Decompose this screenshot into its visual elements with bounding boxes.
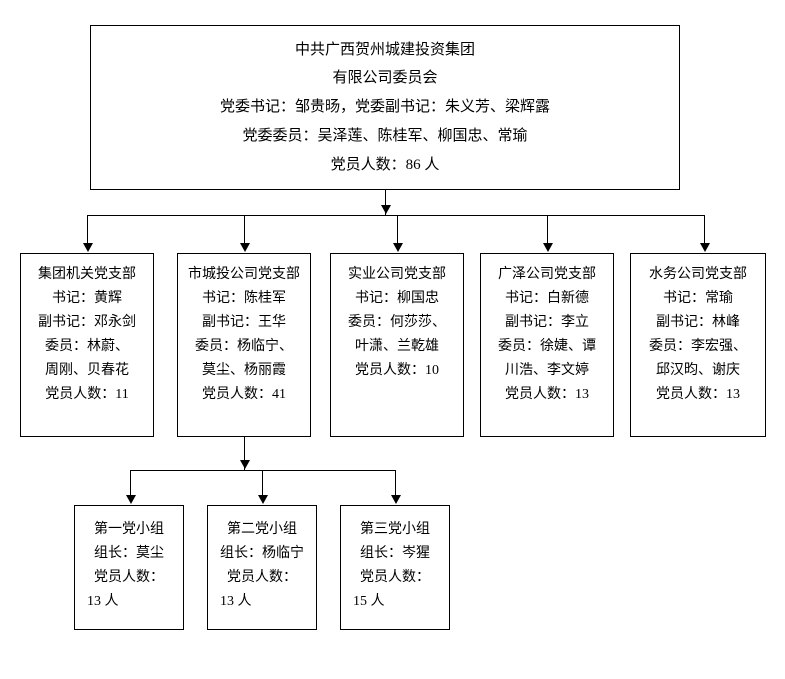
branch-4-line-2: 书记：常瑜: [663, 290, 733, 306]
group-0-count: 13 人: [87, 594, 119, 610]
root-line-5: 党员人数：86 人: [330, 156, 440, 173]
branch-4-line-4: 委员：李宏强、: [649, 338, 747, 354]
party-committee-node[interactable]: 中共广西贺州城建投资集团 有限公司委员会 党委书记：邹贵旸，党委副书记：朱义芳、…: [90, 25, 680, 190]
group-2-count: 15 人: [353, 594, 385, 610]
arrowhead-branch1-stem: [240, 460, 250, 469]
group-2-line-1: 第三党小组: [360, 522, 430, 537]
arrowhead-branch-1: [240, 243, 250, 252]
branch-2-line-5: 党员人数：10: [355, 362, 439, 378]
branch-1-line-6: 党员人数：41: [202, 386, 286, 402]
group-1-line-3: 党员人数：: [227, 570, 297, 586]
arrowhead-branch-0: [83, 243, 93, 252]
branch-4-line-1: 水务公司党支部: [649, 267, 747, 282]
group-1-line-1: 第二党小组: [227, 522, 297, 537]
group-1-count: 13 人: [220, 594, 252, 610]
connector-drop-group-1: [262, 470, 263, 496]
branch-0-line-3: 副书记：邓永剑: [38, 314, 136, 330]
connector-branch1-stem: [244, 437, 245, 470]
connector-drop-branch-3: [547, 215, 548, 244]
connector-drop-branch-0: [87, 215, 88, 244]
branch-2-line-2: 书记：柳国忠: [355, 290, 439, 306]
group-0-line-1: 第一党小组: [94, 522, 164, 537]
branch-0-line-4: 委员：林蔚、: [45, 338, 129, 354]
arrowhead-branch-4: [700, 243, 710, 252]
branch-0-line-1: 集团机关党支部: [38, 267, 136, 282]
branch-2-line-1: 实业公司党支部: [348, 267, 446, 282]
branch-node-guangze[interactable]: 广泽公司党支部 书记：白新德 副书记：李立 委员：徐婕、谭 川浩、李文婷 党员人…: [480, 253, 614, 437]
branch-1-line-5: 莫尘、杨丽霞: [202, 362, 286, 378]
group-0-line-2: 组长：莫尘: [94, 546, 164, 562]
branch-node-shiye[interactable]: 实业公司党支部 书记：柳国忠 委员：何莎莎、 叶潇、兰乾雄 党员人数：10: [330, 253, 464, 437]
root-line-4: 党委委员：吴泽莲、陈桂军、柳国忠、常瑜: [242, 127, 528, 144]
branch-1-line-2: 书记：陈桂军: [202, 290, 286, 306]
arrowhead-branch-3: [543, 243, 553, 252]
branch-1-line-3: 副书记：王华: [202, 314, 286, 330]
connector-drop-branch-4: [704, 215, 705, 244]
root-line-1: 中共广西贺州城建投资集团: [294, 41, 475, 58]
arrowhead-group-0: [126, 495, 136, 504]
connector-drop-group-0: [130, 470, 131, 496]
branch-3-line-4: 委员：徐婕、谭: [498, 338, 596, 354]
group-0-line-3: 党员人数：: [94, 570, 164, 586]
group-2-line-2: 组长：岑猩: [360, 546, 430, 562]
group-1-line-2: 组长：杨临宁: [220, 546, 304, 562]
branch-3-line-1: 广泽公司党支部: [498, 267, 596, 282]
group-node-first[interactable]: 第一党小组 组长：莫尘 党员人数： 13 人: [74, 505, 184, 630]
arrowhead-group-1: [258, 495, 268, 504]
branch-4-line-3: 副书记：林峰: [656, 314, 740, 330]
branch-1-line-4: 委员：杨临宁、: [195, 338, 293, 354]
branch-0-line-6: 党员人数：11: [45, 386, 129, 402]
branch-4-line-6: 党员人数：13: [656, 386, 740, 402]
branch-2-line-3: 委员：何莎莎、: [348, 314, 446, 330]
connector-root-stem: [385, 190, 386, 215]
group-2-line-3: 党员人数：: [360, 570, 430, 586]
connector-drop-branch-2: [397, 215, 398, 244]
branch-4-line-5: 邱汉昀、谢庆: [656, 362, 740, 378]
group-node-third[interactable]: 第三党小组 组长：岑猩 党员人数： 15 人: [340, 505, 450, 630]
branch-3-line-2: 书记：白新德: [505, 290, 589, 306]
arrowhead-branch-2: [393, 243, 403, 252]
branch-node-shichengtou[interactable]: 市城投公司党支部 书记：陈桂军 副书记：王华 委员：杨临宁、 莫尘、杨丽霞 党员…: [177, 253, 311, 437]
connector-drop-branch-1: [244, 215, 245, 244]
connector-drop-group-2: [395, 470, 396, 496]
branch-1-line-1: 市城投公司党支部: [188, 267, 300, 282]
arrowhead-root-stem: [381, 205, 391, 214]
branch-2-line-4: 叶潇、兰乾雄: [355, 338, 439, 354]
root-line-3: 党委书记：邹贵旸，党委副书记：朱义芳、梁辉露: [219, 99, 550, 116]
branch-0-line-5: 周刚、贝春花: [45, 362, 129, 378]
group-node-second[interactable]: 第二党小组 组长：杨临宁 党员人数： 13 人: [207, 505, 317, 630]
arrowhead-group-2: [391, 495, 401, 504]
branch-3-line-3: 副书记：李立: [505, 314, 589, 330]
branch-0-line-2: 书记：黄辉: [52, 290, 122, 306]
branch-node-shuiwu[interactable]: 水务公司党支部 书记：常瑜 副书记：林峰 委员：李宏强、 邱汉昀、谢庆 党员人数…: [630, 253, 766, 437]
branch-node-jituan-jiguan[interactable]: 集团机关党支部 书记：黄辉 副书记：邓永剑 委员：林蔚、 周刚、贝春花 党员人数…: [20, 253, 154, 437]
branch-3-line-6: 党员人数：13: [505, 386, 589, 402]
root-line-2: 有限公司委员会: [332, 70, 438, 87]
branch-3-line-5: 川浩、李文婷: [505, 362, 589, 378]
connector-level1-bus: [87, 215, 704, 216]
